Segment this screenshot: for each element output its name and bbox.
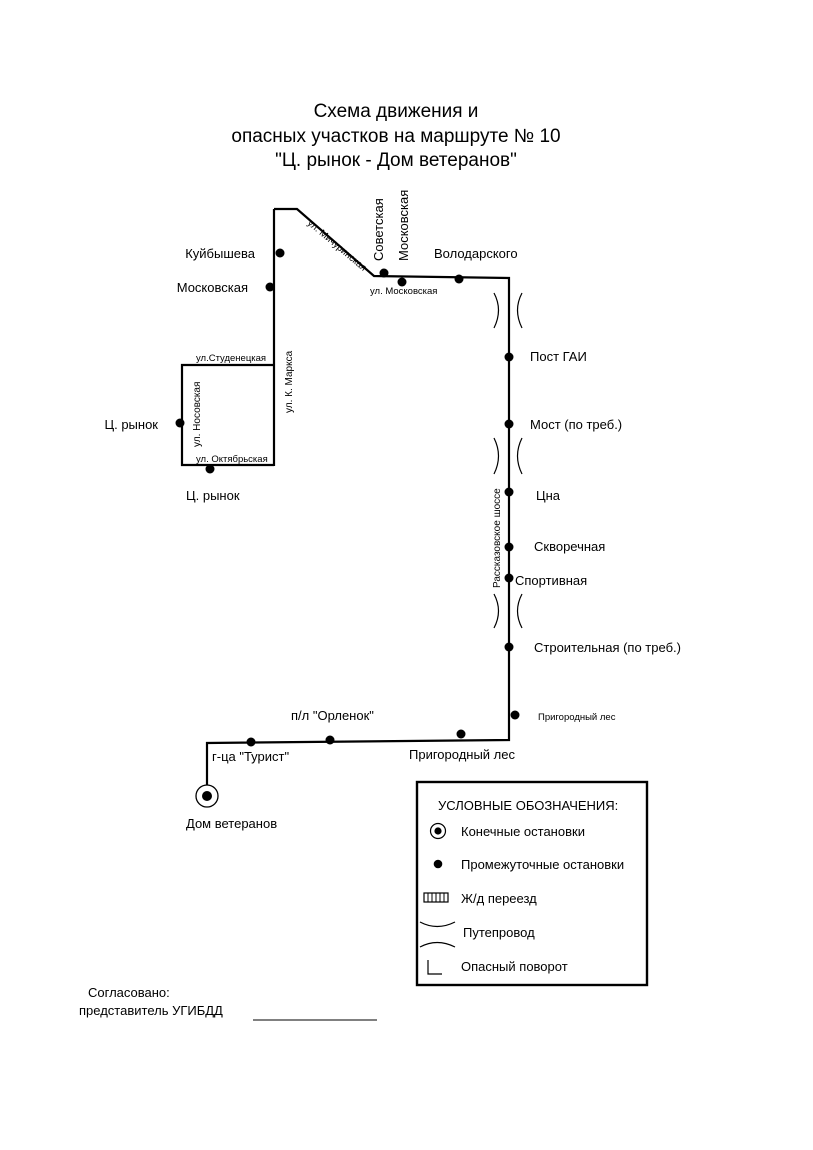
street-nosovskaya: ул. Носовская xyxy=(192,382,203,447)
overpass-3 xyxy=(493,593,523,629)
title-line-3: "Ц. рынок - Дом ветеранов" xyxy=(275,150,517,171)
terminal-stop-icon xyxy=(434,827,442,835)
label-turist: г-ца "Турист" xyxy=(212,749,289,764)
stop-prigorodny-les-1-dot xyxy=(510,710,520,720)
stop-skvorechnaya-dot xyxy=(504,542,514,552)
stop-ts-rynok-2-dot xyxy=(205,464,215,474)
legend-frame xyxy=(415,780,649,987)
railway-crossing-icon xyxy=(423,892,449,903)
stop-sportivnaya-dot xyxy=(504,573,514,583)
stop-moskovskaya-v-dot xyxy=(397,277,407,287)
street-k-marksa: ул. К. Маркса xyxy=(284,350,295,413)
stop-orlenok-dot xyxy=(325,735,335,745)
label-post-gai: Пост ГАИ xyxy=(530,349,587,364)
stop-moskovskaya-dot xyxy=(265,282,275,292)
stop-post-gai-dot xyxy=(504,352,514,362)
stop-most-dot xyxy=(504,419,514,429)
street-moskovskaya: ул. Московская xyxy=(370,286,437,297)
street-rasskazovskoe: Рассказовское шоссе xyxy=(492,488,503,588)
label-ts-rynok-2: Ц. рынок xyxy=(186,488,240,503)
street-michurinskaya: ул. Мичуринская xyxy=(305,218,368,274)
stop-prigorodny-les-2-dot xyxy=(456,729,466,739)
title-line-2: опасных участков на маршруте № 10 xyxy=(231,126,560,147)
label-ts-rynok-1: Ц. рынок xyxy=(104,417,158,432)
overpass-icon xyxy=(419,921,456,948)
legend-title: УСЛОВНЫЕ ОБОЗНАЧЕНИЯ: xyxy=(438,798,618,813)
signature-line-2: представитель УГИБДД xyxy=(79,1003,223,1018)
label-dom-veteranov: Дом ветеранов xyxy=(186,816,277,831)
label-moskovskaya: Московская xyxy=(177,280,248,295)
label-most: Мост (по треб.) xyxy=(530,417,622,432)
route-line xyxy=(205,207,511,794)
legend-intermediate: Промежуточные остановки xyxy=(461,857,624,872)
intermediate-stop-icon xyxy=(433,859,443,869)
label-prigorodny-les-2: Пригородный лес xyxy=(409,747,515,762)
legend-terminal: Конечные остановки xyxy=(461,824,585,839)
stop-turist-dot xyxy=(246,737,256,747)
stop-ts-rynok-1-dot xyxy=(175,418,185,428)
legend: УСЛОВНЫЕ ОБОЗНАЧЕНИЯ: Конечные остановки… xyxy=(415,780,649,987)
label-sovetskaya: Советская xyxy=(371,198,386,261)
stop-tsna-dot xyxy=(504,487,514,497)
market-loop-line xyxy=(180,363,274,467)
stop-kuybysheva-dot xyxy=(275,248,285,258)
label-orlenok: п/л "Орленок" xyxy=(291,708,374,723)
dangerous-turn-icon xyxy=(427,960,442,975)
stop-volodarskogo-dot xyxy=(454,274,464,284)
street-oktyabrskaya: ул. Октябрьская xyxy=(196,454,268,465)
legend-dangerous-turn: Опасный поворот xyxy=(461,959,568,974)
legend-overpass: Путепровод xyxy=(463,925,535,940)
label-moskovskaya-v: Московская xyxy=(396,190,411,261)
terminal-stop-dom-veteranov xyxy=(195,784,219,808)
overpass-1 xyxy=(493,292,523,329)
map-title: Схема движения и опасных участков на мар… xyxy=(231,101,560,171)
legend-railway: Ж/д переезд xyxy=(461,891,537,906)
stop-sovetskaya-dot xyxy=(379,268,389,278)
label-kuybysheva: Куйбышева xyxy=(185,246,256,261)
label-sportivnaya: Спортивная xyxy=(515,573,587,588)
label-volodarskogo: Володарского xyxy=(434,246,518,261)
title-line-1: Схема движения и xyxy=(314,101,479,122)
stop-stroitelnaya-dot xyxy=(504,642,514,652)
signature-line-1: Согласовано: xyxy=(88,985,170,1000)
street-studenetskaya: ул.Студенецкая xyxy=(196,353,266,364)
label-skvorechnaya: Скворечная xyxy=(534,539,605,554)
label-prigorodny-les-1: Пригородный лес xyxy=(538,712,616,723)
label-stroitelnaya: Строительная (по треб.) xyxy=(534,640,681,655)
overpass-2 xyxy=(493,437,523,475)
label-tsna: Цна xyxy=(536,488,561,503)
